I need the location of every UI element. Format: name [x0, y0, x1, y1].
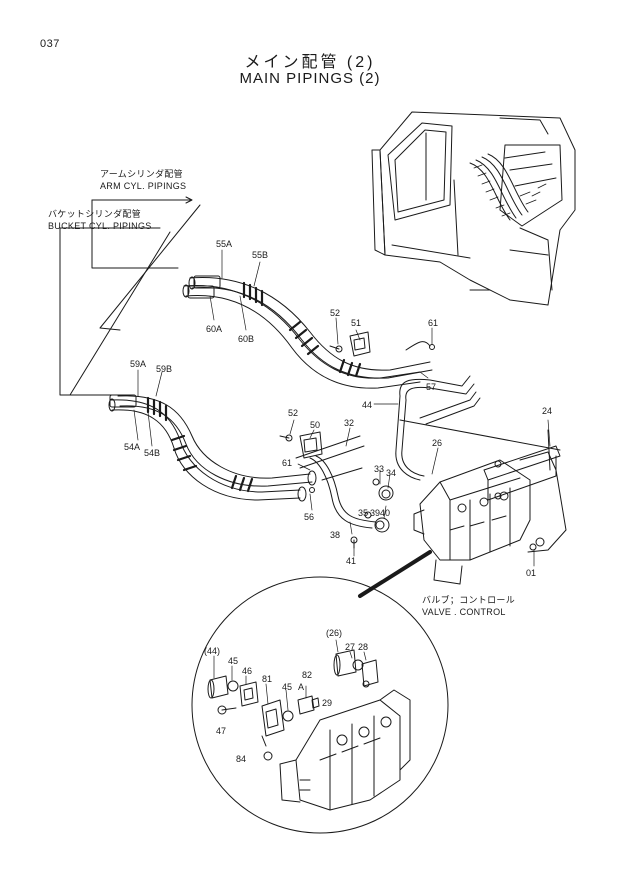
part-label: 61: [428, 318, 438, 328]
part-label: 50: [310, 420, 320, 430]
part-label: 45: [228, 656, 238, 666]
part-label: 38: [330, 530, 340, 540]
page-title-en: MAIN PIPINGS (2): [239, 70, 381, 87]
part-label: 82: [302, 670, 312, 680]
arm-cyl-label-en: ARM CYL. PIPINGS: [100, 181, 187, 191]
part-label: 54A: [124, 442, 140, 452]
excavator-cab-illustration: [371, 111, 576, 306]
part-label: 34: [386, 468, 396, 478]
inset-hose-hatching: [473, 164, 547, 217]
bucket-cyl-label-jp: バケットシリンダ配管: [48, 209, 142, 219]
detail-pointer: [358, 550, 432, 598]
part-label: 27: [345, 642, 355, 652]
part-label: 47: [216, 726, 226, 736]
lower-hose-assembly: [108, 394, 317, 502]
lower-hose-bands: [146, 396, 254, 493]
part-label: 51: [351, 318, 361, 328]
page-number: 037: [40, 38, 60, 50]
detail-view-circle: [191, 576, 449, 834]
detail-view-parts: [207, 639, 411, 811]
part-label: 59A: [130, 359, 146, 369]
part-label: 52: [330, 308, 340, 318]
callout-leader-lines: [59, 196, 491, 396]
part-label: 24: [542, 406, 552, 416]
part-label: A: [298, 682, 304, 692]
part-label: 52: [288, 408, 298, 418]
part-label: 33: [374, 464, 384, 474]
page-title-jp: メイン配管 (2): [244, 54, 376, 71]
part-label: 54B: [144, 448, 160, 458]
part-label: 60B: [238, 334, 254, 344]
part-label: 81: [262, 674, 272, 684]
part-leaders: [133, 249, 551, 567]
part-label: 32: [344, 418, 354, 428]
part-label: 26: [432, 438, 442, 448]
bucket-cyl-callout: バケットシリンダ配管 BUCKET CYL. PIPINGS: [48, 208, 152, 232]
part-label: 41: [346, 556, 356, 566]
part-label: 56: [304, 512, 314, 522]
upper-hose-assembly: [182, 275, 433, 389]
part-label: (26): [326, 628, 342, 638]
part-label: 59B: [156, 364, 172, 374]
part-label: 45: [282, 682, 292, 692]
part-label: 46: [242, 666, 252, 676]
part-label: 57: [426, 382, 436, 392]
part-label: (44): [204, 646, 220, 656]
part-label: 55B: [252, 250, 268, 260]
steel-pipes: [295, 331, 561, 529]
arm-cyl-label-jp: アームシリンダ配管: [100, 169, 183, 179]
bucket-cyl-label-en: BUCKET CYL. PIPINGS: [48, 221, 152, 231]
part-label: 55A: [216, 239, 232, 249]
part-label: 84: [236, 754, 246, 764]
part-label: 01: [526, 568, 536, 578]
part-label: 3940: [370, 508, 390, 518]
valve-label-en: VALVE . CONTROL: [422, 607, 506, 617]
valve-control-callout: バルブ；コントロール VALVE . CONTROL: [422, 594, 515, 618]
bracket-24: [483, 429, 567, 553]
arm-cyl-callout: アームシリンダ配管 ARM CYL. PIPINGS: [100, 168, 186, 192]
part-label: 28: [358, 642, 368, 652]
part-label: 35: [358, 508, 368, 518]
upper-hose-bands: [242, 281, 362, 378]
valve-label-jp: バルブ；コントロール: [422, 595, 516, 605]
fittings: [279, 344, 537, 551]
part-label: 61: [282, 458, 292, 468]
part-label: 44: [362, 400, 372, 410]
part-label: 60A: [206, 324, 222, 334]
control-valve-main: [413, 459, 531, 585]
part-label: 29: [322, 698, 332, 708]
